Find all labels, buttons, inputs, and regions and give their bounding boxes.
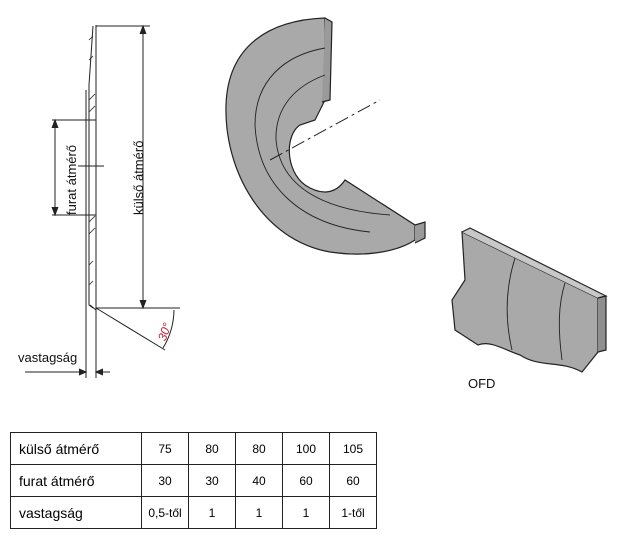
cell: 1 bbox=[282, 496, 330, 529]
row-label: furat átmérő bbox=[10, 464, 142, 497]
dimensions-table: külső átmérő 75 80 80 100 105 furat átmé… bbox=[10, 432, 377, 529]
product-label: OFD bbox=[468, 376, 496, 391]
outer-diameter-label: külső átmérő bbox=[131, 140, 146, 215]
table-row: külső átmérő 75 80 80 100 105 bbox=[10, 432, 377, 465]
outer-diameter-dimension bbox=[96, 24, 180, 310]
cell: 30 bbox=[141, 464, 189, 497]
cell: 75 bbox=[141, 432, 189, 465]
disc-3d-view bbox=[225, 17, 426, 255]
table-row: vastagság 0,5-től 1 1 1 1-től bbox=[10, 496, 377, 529]
table-row: furat átmérő 30 30 40 60 60 bbox=[10, 464, 377, 497]
cell: 60 bbox=[329, 464, 377, 497]
cell: 105 bbox=[329, 432, 377, 465]
cell: 60 bbox=[282, 464, 330, 497]
cell: 1 bbox=[188, 496, 236, 529]
angle-dimension bbox=[95, 307, 175, 351]
thickness-dimension bbox=[25, 368, 110, 376]
cell: 1 bbox=[235, 496, 283, 529]
cell: 0,5-től bbox=[141, 496, 189, 529]
cell: 1-től bbox=[329, 496, 377, 529]
cell: 40 bbox=[235, 464, 283, 497]
thickness-label: vastagság bbox=[18, 350, 78, 365]
row-label: vastagság bbox=[10, 496, 142, 529]
cell: 100 bbox=[282, 432, 330, 465]
cell: 80 bbox=[235, 432, 283, 465]
hole-diameter-label: furat átmérő bbox=[64, 144, 79, 215]
cell: 30 bbox=[188, 464, 236, 497]
side-view-profile bbox=[78, 25, 104, 378]
row-label: külső átmérő bbox=[10, 432, 142, 465]
hole-diameter-dimension bbox=[51, 118, 96, 217]
cell: 80 bbox=[188, 432, 236, 465]
fragment-view bbox=[451, 227, 608, 373]
